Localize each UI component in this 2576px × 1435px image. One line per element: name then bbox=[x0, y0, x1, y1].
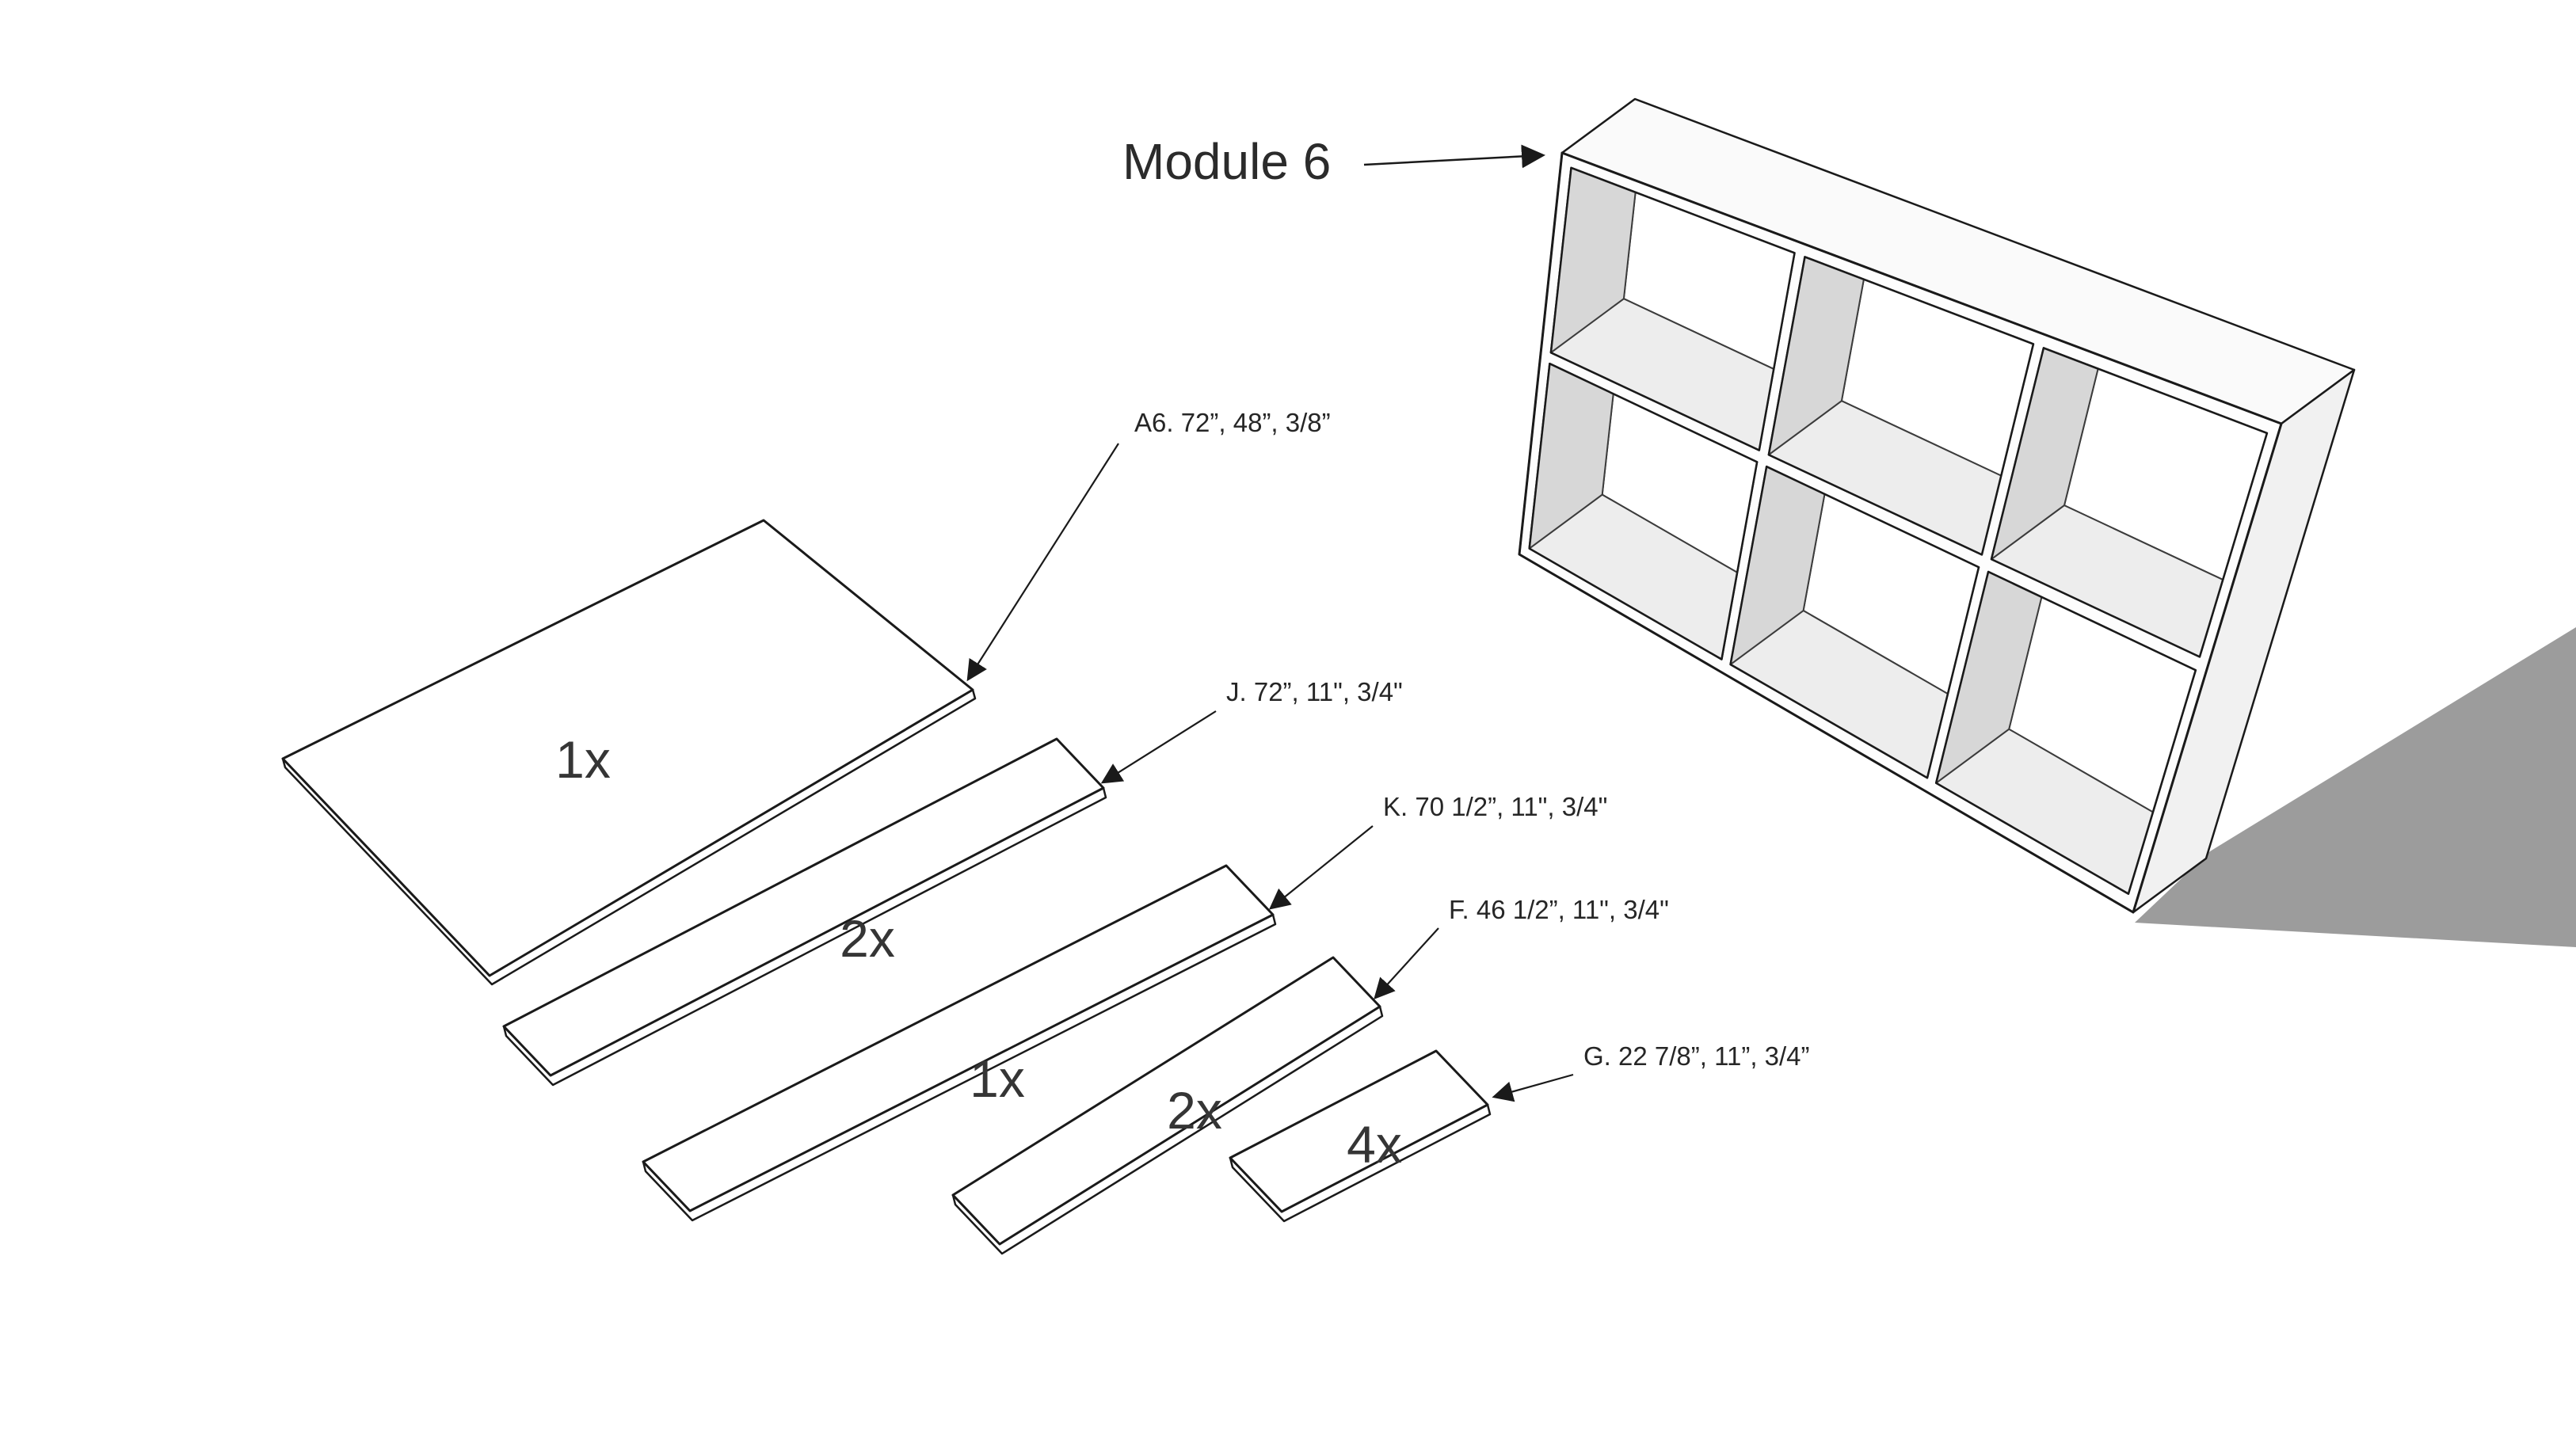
callout-a6-leader bbox=[966, 443, 1119, 682]
callout-a6: A6. 72”, 48”, 3/8” bbox=[966, 408, 1331, 682]
callout-j: J. 72”, 11", 3/4" bbox=[1100, 677, 1403, 784]
callout-g-leader bbox=[1492, 1073, 1574, 1102]
callout-f-label: F. 46 1/2”, 11", 3/4" bbox=[1449, 895, 1669, 924]
callout-j-label: J. 72”, 11", 3/4" bbox=[1226, 677, 1403, 706]
callout-k-label: K. 70 1/2”, 11", 3/4" bbox=[1383, 792, 1607, 821]
callout-f-leader bbox=[1374, 927, 1439, 999]
part-k-thickness-edge bbox=[642, 914, 1277, 1222]
cabinet-outline bbox=[1518, 151, 2283, 914]
callout-a6-label: A6. 72”, 48”, 3/8” bbox=[1134, 408, 1331, 437]
module-title: Module 6 bbox=[1122, 133, 1545, 190]
part-j-thickness-edge bbox=[502, 787, 1107, 1087]
part-a6-thickness-edge bbox=[281, 689, 977, 986]
part-j: 2x bbox=[502, 737, 1107, 1087]
cubby-opening-outline bbox=[1767, 256, 2035, 556]
part-f-thickness-edge bbox=[951, 1006, 1384, 1255]
module-6-cabinet bbox=[1518, 97, 2356, 914]
part-g-qty-label: 4x bbox=[1347, 1115, 1402, 1174]
part-g: 4x bbox=[1229, 1049, 1492, 1223]
part-k-qty-label: 1x bbox=[970, 1049, 1025, 1108]
part-g-thickness-edge bbox=[1229, 1104, 1492, 1223]
callout-g-label: G. 22 7/8”, 11”, 3/4” bbox=[1583, 1041, 1810, 1071]
part-k: 1x bbox=[642, 864, 1277, 1222]
callout-k: K. 70 1/2”, 11", 3/4" bbox=[1268, 792, 1607, 910]
callout-j-leader bbox=[1100, 710, 1217, 784]
cubby-opening-outline bbox=[1729, 465, 1980, 779]
cubby-opening-outline bbox=[1934, 570, 2197, 895]
part-j-qty-label: 2x bbox=[840, 909, 895, 968]
part-f-qty-label: 2x bbox=[1167, 1081, 1222, 1140]
cubby-opening-outline bbox=[1990, 347, 2269, 658]
module-title-label: Module 6 bbox=[1122, 133, 1331, 190]
part-f: 2x bbox=[951, 956, 1384, 1255]
part-a6-qty-label: 1x bbox=[555, 730, 611, 789]
callout-f: F. 46 1/2”, 11", 3/4" bbox=[1374, 895, 1669, 999]
cast-shadow-icon bbox=[2135, 627, 2576, 947]
callout-g: G. 22 7/8”, 11”, 3/4” bbox=[1492, 1041, 1810, 1102]
module-title-arrow bbox=[1363, 144, 1545, 169]
part-a6: 1x bbox=[281, 519, 977, 986]
cubby-opening-outline bbox=[1528, 362, 1759, 660]
callout-k-leader bbox=[1268, 825, 1374, 910]
cubby-opening-outline bbox=[1549, 166, 1796, 451]
